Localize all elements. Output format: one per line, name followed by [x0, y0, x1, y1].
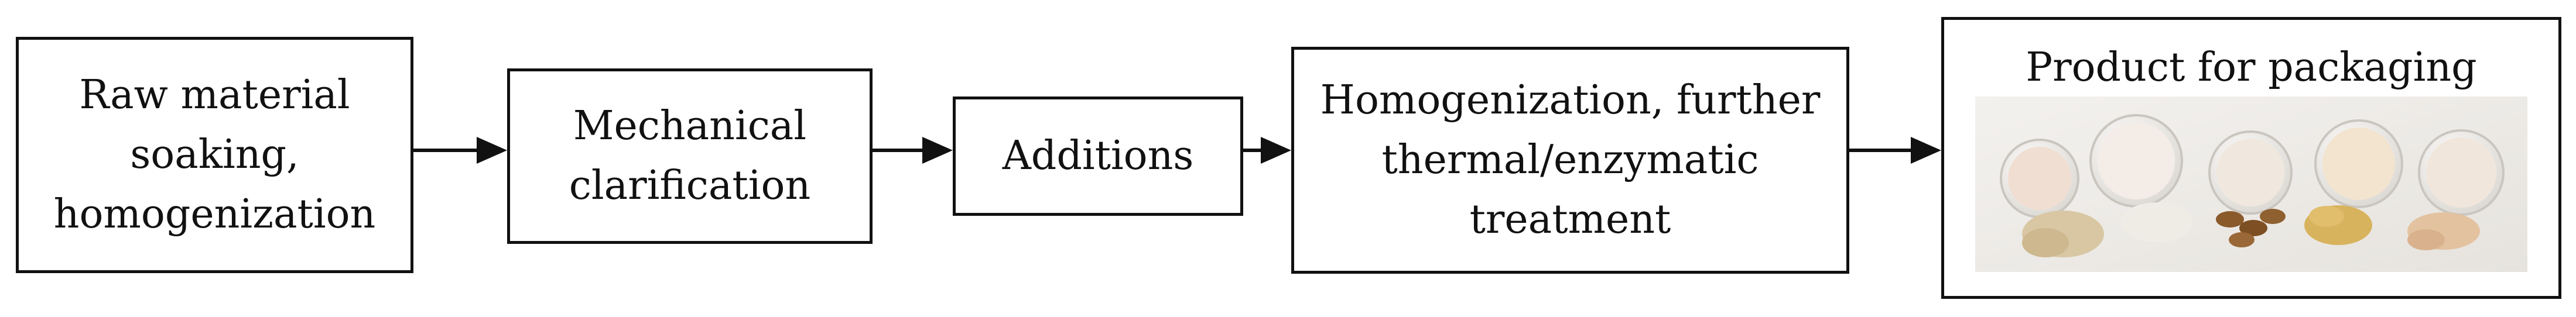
plant-milk-photo	[1975, 97, 2527, 272]
soybean-pile	[2304, 205, 2372, 245]
arrow-3	[1243, 137, 1291, 164]
step-additions-box: Additions	[953, 97, 1243, 216]
glass-1	[2000, 139, 2079, 218]
glass-2	[2089, 114, 2183, 208]
arrow-1	[413, 137, 507, 164]
step-raw-material-line1: Raw material	[79, 72, 350, 118]
step-raw-material-box: Raw material soaking, homogenization	[16, 37, 413, 273]
oat-pile	[2022, 211, 2104, 257]
glass-5	[2418, 129, 2505, 216]
step-homogenization-line2: thermal/enzymatic	[1381, 137, 1759, 183]
nut-pile	[2407, 212, 2480, 250]
step-product-title: Product for packaging	[2026, 44, 2477, 91]
step-homogenization-line3: treatment	[1469, 197, 1671, 243]
arrow-2	[873, 137, 953, 164]
step-mechanical-line1: Mechanical	[573, 103, 807, 149]
step-homogenization-line1: Homogenization, further	[1320, 77, 1821, 123]
step-additions-label: Additions	[1002, 133, 1194, 179]
arrow-4	[1849, 137, 1941, 164]
step-mechanical-line2: clarification	[569, 163, 811, 209]
step-raw-material-line3: homogenization	[53, 191, 376, 237]
step-product-box: Product for packaging	[1941, 17, 2561, 299]
glass-3	[2208, 130, 2293, 215]
glass-4	[2314, 119, 2403, 208]
almond-pile	[2216, 209, 2286, 247]
step-mechanical-clarification-box: Mechanical clarification	[507, 68, 873, 244]
step-raw-material-line2: soaking,	[130, 132, 299, 178]
rice-pile	[2120, 202, 2193, 242]
step-homogenization-box: Homogenization, further thermal/enzymati…	[1291, 47, 1849, 274]
